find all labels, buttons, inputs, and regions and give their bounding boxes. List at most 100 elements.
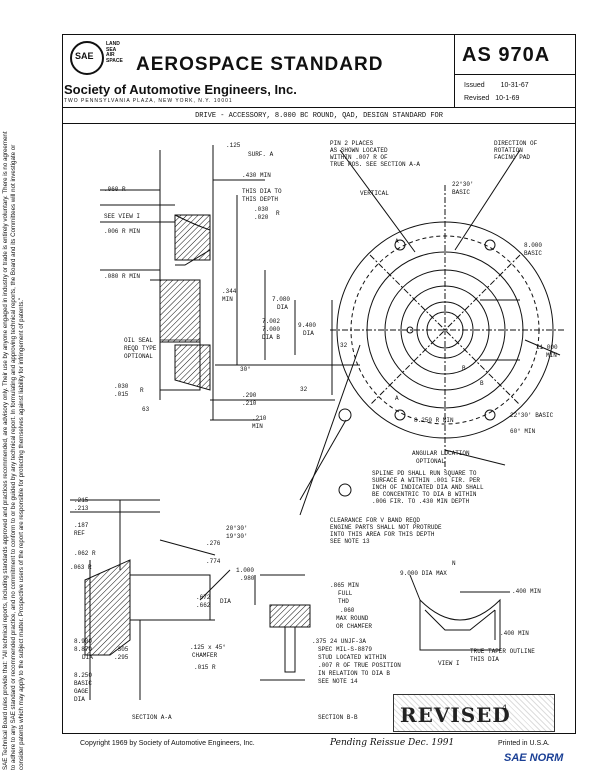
dim-label: THD — [338, 598, 349, 605]
dim-label: REF — [74, 530, 85, 537]
dim-label: 32 — [340, 342, 348, 349]
dim-label: BASIC — [524, 250, 543, 257]
dim-label: .006 R MIN — [104, 228, 141, 235]
dim-label: R — [140, 387, 144, 394]
dim-label: .030 — [114, 383, 129, 390]
logo-line: SPACE — [106, 57, 123, 64]
dim-label: 7.080 — [272, 296, 291, 303]
dim-label: B — [480, 380, 484, 387]
revised-stamp — [393, 694, 555, 732]
rotation-note-line: DIRECTION OF — [494, 140, 538, 147]
dim-label: .210 — [252, 415, 267, 422]
dim-label: .187 — [74, 522, 89, 529]
copyright-line: Copyright 1969 by Society of Automotive … — [80, 740, 255, 747]
document-title: AEROSPACE STANDARD — [136, 54, 384, 75]
dim-label: .400 MIN — [500, 630, 529, 637]
document-frame — [62, 34, 576, 734]
logo-line: SEA — [106, 46, 117, 53]
dim-label: 11.000 — [536, 344, 558, 351]
dim-label: SEE VIEW I — [104, 213, 141, 220]
sae-norm-brand: SAE NORM — [504, 752, 564, 764]
pin-note-line: PIN 2 PLACES — [330, 140, 374, 147]
dim-label: VERTICAL — [360, 190, 389, 197]
dim-label: THIS DIA TO — [242, 188, 282, 195]
dim-label: ANGULAR LOCATION — [412, 450, 470, 457]
dim-label: 60° MIN — [510, 428, 536, 435]
dim-label: THIS DIA — [470, 656, 499, 663]
dim-label: STUD LOCATED WITHIN — [318, 654, 387, 661]
dim-label: 22°30' — [452, 181, 474, 188]
dim-label: .213 — [74, 505, 89, 512]
dim-label: R — [276, 210, 280, 217]
dim-label: 19°30' — [226, 533, 248, 540]
dim-label: .007 R OF TRUE POSITION — [318, 662, 401, 669]
sae-logo-icon: SAE — [70, 41, 104, 75]
drawing-subtitle: DRIVE - ACCESSORY, 8.000 BC ROUND, QAD, … — [62, 108, 576, 124]
dim-label: 7.000 — [262, 326, 281, 333]
rotation-note-line: ROTATION — [494, 147, 523, 154]
dim-label: IN RELATION TO DIA B — [318, 670, 391, 677]
revised-line: Revised 10-1-69 — [464, 95, 519, 102]
dim-label: FULL — [338, 590, 353, 597]
dim-label: 8.870 — [74, 646, 93, 653]
handwritten-note: Pending Reissue Dec. 1991 — [330, 738, 455, 748]
dim-label: .062 R — [74, 550, 96, 557]
dim-label: BASIC — [452, 189, 471, 196]
caption-section-aa: SECTION A-A — [132, 714, 172, 721]
dim-label: BASIC — [74, 680, 93, 687]
revised-label: Revised — [464, 95, 490, 102]
dim-label: REQD TYPE — [124, 345, 157, 352]
dim-label: SEE NOTE 14 — [318, 678, 358, 685]
dim-label: MIN — [252, 423, 263, 430]
organization-name: Society of Automotive Engineers, Inc. — [64, 82, 297, 97]
logo-caption: LAND SEA AIR SPACE — [106, 41, 123, 64]
clearance-note: CLEARANCE FOR V BAND REQD ENGINE PARTS S… — [330, 517, 442, 545]
revised-stamp-text: REVISED — [400, 703, 511, 727]
dim-label: .030 — [254, 206, 269, 213]
dim-label: OIL SEAL — [124, 337, 153, 344]
doc-number-box — [454, 34, 576, 108]
dim-label: .672 — [196, 594, 211, 601]
dim-label: .080 R MIN — [104, 273, 141, 280]
dim-label: MIN — [222, 296, 233, 303]
issued-date: 10-31-67 — [500, 82, 529, 89]
dim-label: SPEC MIL-S-8879 — [318, 646, 373, 653]
dim-label: .063 R — [70, 564, 92, 571]
dim-label: 22°30' BASIC — [510, 412, 554, 419]
dim-label: .125 x 45° — [190, 644, 227, 651]
spline-note: SPLINE PD SHALL RUN SQUARE TO SURFACE A … — [372, 470, 484, 505]
dim-label: .400 MIN — [512, 588, 541, 595]
dim-label: DIA — [74, 696, 85, 703]
pin-note-line: AS SHOWN LOCATED — [330, 147, 388, 154]
doc-box-divider — [454, 74, 576, 75]
dim-label: .276 — [206, 540, 221, 547]
dim-label: .210 — [242, 400, 257, 407]
dim-label: 32 — [300, 386, 308, 393]
logo-line: AIR — [106, 52, 115, 58]
dim-label: A — [395, 238, 399, 245]
dim-label: .295 — [114, 654, 129, 661]
page-number: 4 — [502, 704, 507, 713]
caption-section-bb: SECTION B-B — [318, 714, 358, 721]
dim-label: 30° — [240, 366, 251, 373]
logo-line: LAND — [106, 41, 120, 47]
dim-label: DIA — [303, 330, 314, 337]
pin-note-line: WITHIN .007 R OF — [330, 154, 388, 161]
dim-label: .774 — [206, 558, 221, 565]
dim-label: .344 — [222, 288, 237, 295]
dim-label: GAGE — [74, 688, 89, 695]
dim-label: THIS DEPTH — [242, 196, 279, 203]
dim-label: OPTIONAL — [124, 353, 153, 360]
issued-label: Issued — [464, 82, 485, 89]
doc-number: AS 970A — [462, 44, 551, 66]
dim-label: N — [452, 560, 456, 567]
dim-label: .015 — [114, 391, 129, 398]
dim-label: 1.000 — [236, 567, 255, 574]
logo-mark: SAE — [75, 51, 94, 61]
dim-label: DIA B — [262, 334, 281, 341]
dim-label: .290 — [242, 392, 257, 399]
dim-label: .060 — [340, 607, 355, 614]
dim-label: .305 — [114, 646, 129, 653]
revised-date: 10-1-69 — [495, 95, 520, 102]
